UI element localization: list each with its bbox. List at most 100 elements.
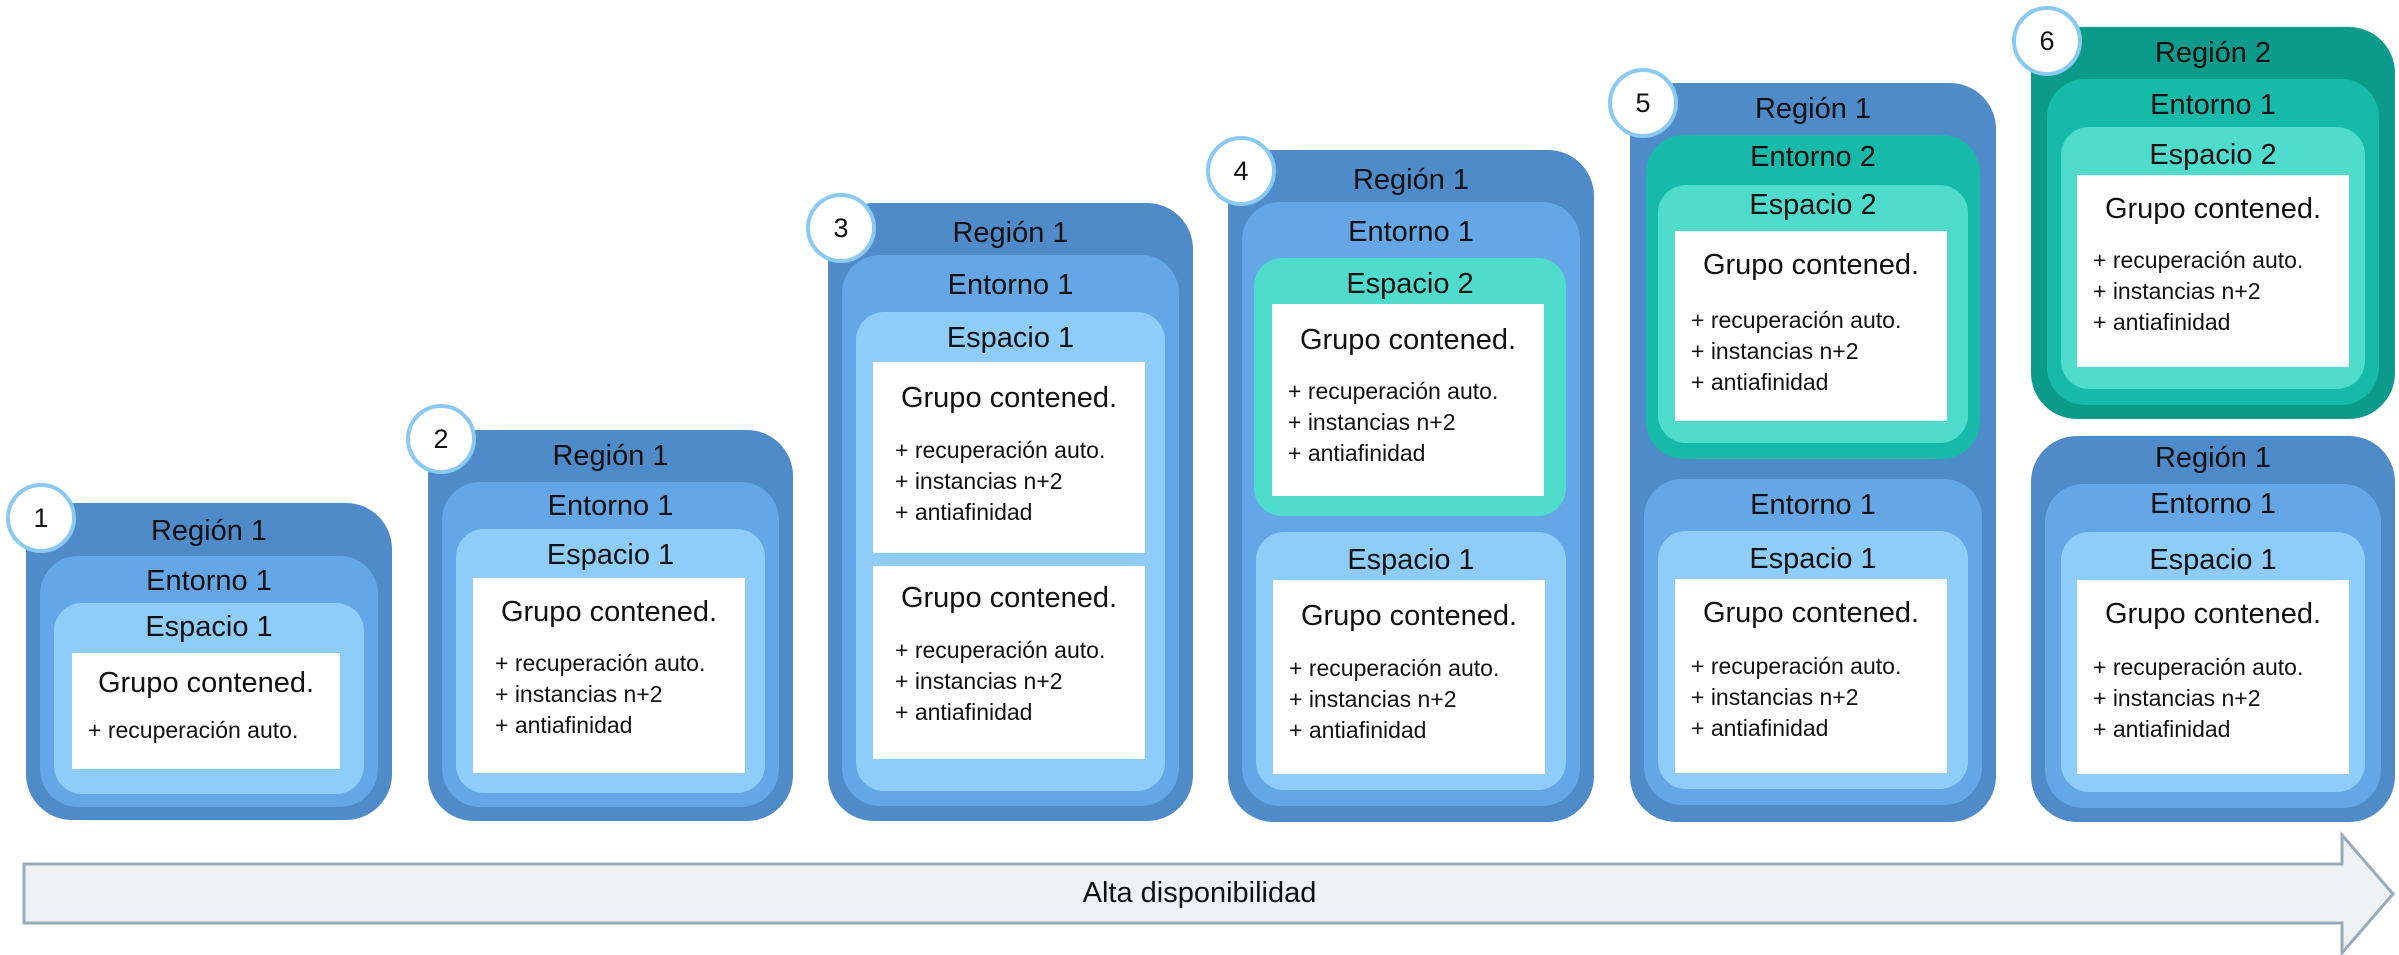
feature-item: + antiafinidad — [1691, 715, 1829, 741]
container-group-title: Grupo contened. — [900, 382, 1118, 414]
feature-item: + recuperación auto. — [895, 637, 1106, 663]
entorno-box: Entorno 1 Espacio 1 Grupo contened. + re… — [1644, 479, 1982, 805]
entorno-box-teal: Entorno 2 Espacio 2 Grupo contened. + re… — [1646, 135, 1980, 459]
feature-item: + antiafinidad — [1288, 440, 1426, 466]
region-label: Región 1 — [952, 217, 1069, 249]
espacio-box: Espacio 1 Grupo contened. + recuperación… — [856, 312, 1165, 791]
feature-item: + recuperación auto. — [1289, 655, 1500, 681]
entorno-label: Entorno 1 — [2150, 488, 2276, 520]
step-number-1: 1 — [6, 483, 76, 553]
feature-item: + recuperación auto. — [1288, 378, 1499, 404]
entorno-label: Entorno 1 — [1348, 216, 1474, 248]
entorno-label: Entorno 2 — [1750, 141, 1876, 173]
region-label: Región 1 — [2154, 442, 2272, 474]
feature-item: + recuperación auto. — [88, 717, 299, 743]
entorno-box: Entorno 1 Espacio 1 Grupo contened. + re… — [842, 255, 1179, 806]
entorno-label: Entorno 1 — [2150, 89, 2276, 121]
container-group-card: Grupo contened. + recuperación auto. + i… — [873, 566, 1145, 759]
espacio-box: Espacio 1 Grupo contened. + recuperación… — [1658, 531, 1968, 789]
step-number-4: 4 — [1206, 136, 1276, 206]
container-group-card: Grupo contened. + recuperación auto. + i… — [873, 362, 1145, 553]
step-3-region: Región 1 Entorno 1 Espacio 1 Grupo conte… — [828, 203, 1193, 821]
feature-item: + instancias n+2 — [1691, 684, 1859, 710]
feature-item: + recuperación auto. — [2093, 654, 2304, 680]
entorno-label: Entorno 1 — [547, 490, 674, 522]
entorno-label: Entorno 1 — [1750, 489, 1876, 521]
region-label: Región 1 — [150, 515, 268, 547]
feature-item: + recuperación auto. — [1691, 307, 1902, 333]
region-label: Región 1 — [1754, 93, 1872, 125]
entorno-label: Entorno 1 — [947, 269, 1074, 301]
region-label: Región 1 — [1352, 164, 1470, 196]
feature-item: + antiafinidad — [2093, 309, 2231, 335]
step-number-6: 6 — [2012, 6, 2082, 76]
step-6-region: Región 1 Entorno 1 Espacio 1 Grupo conte… — [2031, 436, 2395, 822]
feature-item: + instancias n+2 — [2093, 685, 2261, 711]
container-group-title: Grupo contened. — [2104, 598, 2322, 630]
container-group-title: Grupo contened. — [1299, 324, 1517, 356]
container-group-card: Grupo contened. + recuperación auto. + i… — [1273, 580, 1545, 774]
feature-item: + antiafinidad — [895, 699, 1033, 725]
feature-item: + antiafinidad — [495, 712, 633, 738]
entorno-box: Entorno 1 Espacio 1 Grupo contened. + re… — [40, 556, 378, 807]
container-group-card: Grupo contened. + recuperación auto. — [72, 653, 340, 769]
step-5-region: Región 1 Entorno 2 Espacio 2 Grupo conte… — [1630, 83, 1996, 822]
entorno-label: Entorno 1 — [146, 565, 272, 597]
step-number-3: 3 — [806, 193, 876, 263]
espacio-box-teal: Espacio 2 Grupo contened. + recuperación… — [1658, 185, 1968, 443]
espacio-label: Espacio 1 — [2149, 544, 2277, 576]
espacio-box: Espacio 1 Grupo contened. + recuperación… — [1256, 532, 1566, 790]
container-group-card: Grupo contened. + recuperación auto. + i… — [2077, 175, 2349, 367]
step-6-region-teal: Región 2 Entorno 1 Espacio 2 Grupo conte… — [2031, 27, 2395, 419]
container-group-title: Grupo contened. — [1702, 249, 1920, 281]
container-group-title: Grupo contened. — [97, 667, 315, 699]
espacio-label: Espacio 1 — [1347, 544, 1475, 576]
region-label: Región 2 — [2154, 37, 2272, 69]
feature-item: + instancias n+2 — [895, 468, 1063, 494]
feature-item: + recuperación auto. — [2093, 247, 2304, 273]
feature-item: + instancias n+2 — [2093, 278, 2261, 304]
container-group-card: Grupo contened. + recuperación auto. + i… — [1272, 304, 1544, 496]
espacio-box: Espacio 1 Grupo contened. + recuperación… — [2061, 532, 2365, 792]
espacio-label: Espacio 2 — [1346, 268, 1474, 300]
feature-item: + instancias n+2 — [895, 668, 1063, 694]
container-group-card: Grupo contened. + recuperación auto. + i… — [473, 578, 745, 773]
arrow-shape — [22, 830, 2395, 955]
feature-item: + recuperación auto. — [895, 437, 1106, 463]
feature-item: + antiafinidad — [895, 499, 1033, 525]
container-group-card: Grupo contened. + recuperación auto. + i… — [1675, 579, 1947, 773]
container-group-title: Grupo contened. — [1702, 597, 1920, 629]
entorno-box: Entorno 1 Espacio 1 Grupo contened. + re… — [442, 482, 779, 807]
espacio-box: Espacio 1 Grupo contened. + recuperación… — [54, 603, 364, 794]
step-2-region: Región 1 Entorno 1 Espacio 1 Grupo conte… — [428, 430, 793, 821]
step-1-region: Región 1 Entorno 1 Espacio 1 Grupo conte… — [26, 503, 392, 820]
espacio-box-teal: Espacio 2 Grupo contened. + recuperación… — [2061, 127, 2365, 389]
container-group-title: Grupo contened. — [2104, 193, 2322, 225]
feature-item: + instancias n+2 — [1691, 338, 1859, 364]
espacio-label: Espacio 1 — [145, 611, 273, 643]
espacio-label: Espacio 1 — [946, 322, 1075, 354]
espacio-label: Espacio 2 — [2149, 139, 2277, 171]
feature-item: + instancias n+2 — [495, 681, 663, 707]
espacio-label: Espacio 2 — [1749, 189, 1877, 221]
feature-item: + antiafinidad — [2093, 716, 2231, 742]
region-label: Región 1 — [552, 440, 669, 472]
feature-item: + recuperación auto. — [1691, 653, 1902, 679]
entorno-box-teal: Entorno 1 Espacio 2 Grupo contened. + re… — [2047, 79, 2379, 405]
entorno-box: Entorno 1 Espacio 2 Grupo contened. + re… — [1242, 202, 1580, 806]
container-group-card: Grupo contened. + recuperación auto. + i… — [2077, 580, 2349, 774]
step-number-2: 2 — [406, 404, 476, 474]
container-group-title: Grupo contened. — [1300, 600, 1518, 632]
feature-item: + instancias n+2 — [1288, 409, 1456, 435]
espacio-box: Espacio 1 Grupo contened. + recuperación… — [456, 529, 765, 793]
arrow-label: Alta disponibilidad — [1082, 877, 1317, 909]
container-group-title: Grupo contened. — [500, 596, 718, 628]
step-4-region: Región 1 Entorno 1 Espacio 2 Grupo conte… — [1228, 150, 1594, 822]
step-number-5: 5 — [1608, 68, 1678, 138]
espacio-label: Espacio 1 — [1749, 543, 1877, 575]
feature-item: + antiafinidad — [1289, 717, 1427, 743]
espacio-box-teal: Espacio 2 Grupo contened. + recuperación… — [1254, 258, 1566, 516]
entorno-box: Entorno 1 Espacio 1 Grupo contened. + re… — [2045, 484, 2381, 808]
container-group-title: Grupo contened. — [900, 582, 1118, 614]
